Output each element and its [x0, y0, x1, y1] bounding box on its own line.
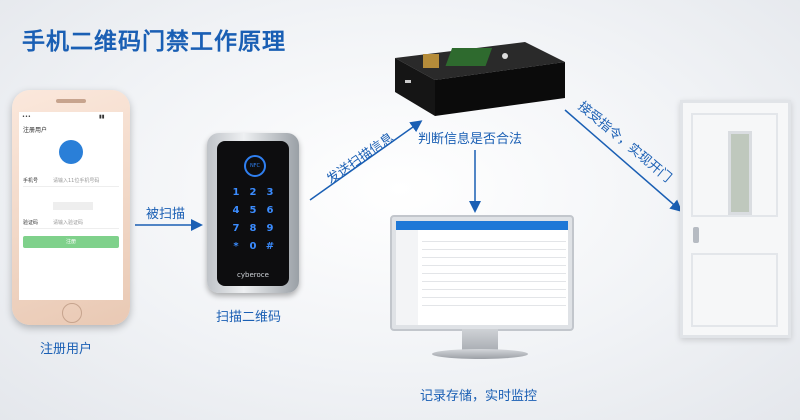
- door-upper-panel: [691, 113, 778, 217]
- home-button: [62, 303, 82, 323]
- smartphone: •••▮▮ 注册用户 手机号 请输入11位手机号码 验证码 请输入验证码 注册: [12, 90, 130, 325]
- app-title: 注册用户: [23, 127, 48, 134]
- app-logo-icon: [59, 140, 83, 164]
- key-7: 7: [232, 223, 240, 234]
- table-row: [422, 249, 566, 250]
- phone-speaker: [56, 99, 86, 103]
- table-row: [422, 241, 566, 242]
- key-2: 2: [249, 187, 257, 198]
- key-9: 9: [266, 223, 274, 234]
- monitor-base: [432, 349, 528, 359]
- label-scan-qr: 扫描二维码: [216, 310, 282, 325]
- label-register: 注册用户: [40, 342, 93, 357]
- table-row: [422, 281, 566, 282]
- monitor-neck: [462, 329, 498, 351]
- label-judge: 判断信息是否合法: [418, 132, 523, 147]
- monitor-screen: [396, 221, 568, 325]
- table-row: [422, 297, 566, 298]
- monitor-sidebar: [396, 230, 418, 325]
- status-bar: •••▮▮: [22, 114, 105, 120]
- table-row: [422, 305, 566, 306]
- register-button[interactable]: 注册: [23, 236, 119, 248]
- key-8: 8: [249, 223, 257, 234]
- phone-label: 手机号: [23, 178, 39, 184]
- captcha-image: [53, 202, 93, 210]
- reader-brand: cyberoce: [237, 271, 269, 279]
- door-handle: [693, 227, 699, 243]
- code-label: 验证码: [23, 220, 39, 226]
- key-hash: #: [265, 241, 275, 252]
- label-scanned: 被扫描: [146, 207, 186, 222]
- key-star: *: [233, 241, 239, 252]
- key-6: 6: [266, 205, 274, 216]
- qr-reader-device: NFC 1 2 3 4 5 6 7 8 9 * 0 # cyberoce: [207, 133, 299, 293]
- door-lower-panel: [691, 253, 778, 327]
- key-0: 0: [249, 241, 257, 252]
- door-window: [728, 131, 752, 215]
- diagram-title: 手机二维码门禁工作原理: [22, 29, 286, 55]
- key-3: 3: [266, 187, 274, 198]
- nfc-icon: NFC: [244, 155, 266, 177]
- phone-screen: •••▮▮ 注册用户 手机号 请输入11位手机号码 验证码 请输入验证码 注册: [19, 112, 123, 300]
- monitor-frame: [390, 215, 574, 331]
- table-row: [422, 289, 566, 290]
- key-5: 5: [249, 205, 257, 216]
- arrow-reader-to-controller: [309, 120, 423, 201]
- phone-placeholder: 请输入11位手机号码: [53, 178, 100, 184]
- table-row: [422, 265, 566, 266]
- label-record: 记录存储，实时监控: [420, 389, 538, 404]
- table-row: [422, 273, 566, 274]
- key-1: 1: [232, 187, 240, 198]
- door: [680, 100, 791, 338]
- monitor: [390, 215, 574, 380]
- table-row: [422, 257, 566, 258]
- reader-keypad-face: NFC 1 2 3 4 5 6 7 8 9 * 0 # cyberoce: [217, 141, 289, 286]
- phone-number-row[interactable]: 手机号 请输入11位手机号码: [23, 174, 119, 187]
- key-4: 4: [232, 205, 240, 216]
- monitor-topbar: [396, 221, 568, 230]
- access-controller-box: [395, 42, 565, 116]
- code-row[interactable]: 验证码 请输入验证码: [23, 216, 119, 229]
- code-placeholder: 请输入验证码: [53, 220, 84, 226]
- arrow-controller-to-door: [564, 109, 683, 212]
